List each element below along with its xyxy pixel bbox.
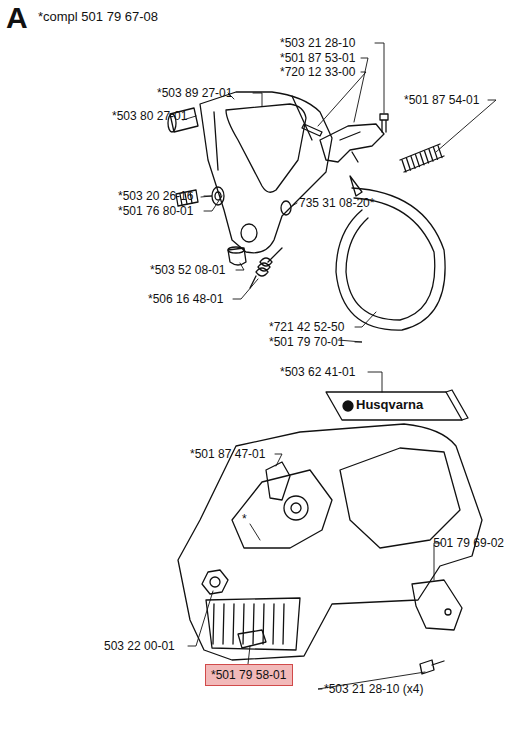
drawing-stroke xyxy=(326,392,462,420)
drawing-stroke xyxy=(350,176,362,196)
drawing-stroke xyxy=(368,372,382,392)
drawing-stroke xyxy=(213,604,214,644)
drawing-stroke xyxy=(241,224,257,242)
drawing-stroke xyxy=(253,93,262,106)
drawing-stroke xyxy=(429,149,433,161)
drawing-stroke xyxy=(206,598,300,650)
part-number: 503 22 00-01 xyxy=(104,639,175,653)
drawing-stroke xyxy=(266,462,290,500)
brand-text: Husqvarna xyxy=(356,398,423,412)
drawing-stroke xyxy=(354,58,368,122)
drawing-stroke xyxy=(420,660,444,674)
drawing-stroke xyxy=(380,114,388,132)
part-number: *721 42 52-50 xyxy=(269,320,344,334)
drawing-stroke xyxy=(243,604,244,644)
drawing-stroke xyxy=(281,201,291,215)
drawing-stroke xyxy=(302,124,322,136)
part-number: 735 31 08-20* xyxy=(299,196,374,210)
drawing-stroke xyxy=(284,496,308,520)
part-number: *503 89 27-01 xyxy=(157,86,232,100)
drawing-stroke xyxy=(407,158,411,170)
drawing-stroke xyxy=(273,604,274,644)
drawing-stroke xyxy=(210,577,220,587)
part-number: *720 12 33-00 xyxy=(280,65,355,79)
part-number: *501 87 53-01 xyxy=(280,51,355,65)
drawing-stroke xyxy=(214,96,312,170)
part-number: *503 21 28-10 xyxy=(280,36,355,50)
drawing-stroke xyxy=(446,390,468,420)
drawing-stroke xyxy=(233,604,234,644)
part-number: 501 79 69-02 xyxy=(433,536,504,550)
drawing-stroke xyxy=(411,156,415,168)
drawing-stroke xyxy=(340,448,460,548)
drawing-stroke xyxy=(434,147,438,159)
drawing-stroke xyxy=(200,92,332,253)
drawing-stroke xyxy=(201,196,212,197)
part-number: *503 21 28-10 (x4) xyxy=(324,682,423,696)
drawing-stroke xyxy=(425,151,429,163)
drawing-stroke xyxy=(215,192,221,200)
drawing-stroke xyxy=(340,132,360,162)
drawing-stroke xyxy=(228,247,244,253)
drawing-stroke xyxy=(238,630,266,648)
drawing-stroke xyxy=(420,153,424,165)
drawing-stroke xyxy=(228,248,246,265)
drawing-stroke xyxy=(283,604,284,644)
part-number: *503 52 08-01 xyxy=(150,263,225,277)
drawing-stroke xyxy=(226,104,306,192)
part-number: *compl 501 79 67-08 xyxy=(38,10,158,24)
drawing-stroke xyxy=(183,43,496,689)
drawing-stroke xyxy=(204,196,222,211)
drawing-stroke xyxy=(202,570,228,594)
drawing-stroke xyxy=(232,470,332,548)
drawing-stroke xyxy=(438,146,442,158)
part-number: *506 16 48-01 xyxy=(148,292,223,306)
part-number: *503 62 41-01 xyxy=(280,365,355,379)
part-number: *501 76 80-01 xyxy=(118,204,193,218)
drawing-stroke xyxy=(318,72,366,126)
drawing-stroke xyxy=(416,155,420,167)
section-letter: A xyxy=(6,2,28,34)
drawing-stroke xyxy=(445,609,451,615)
part-number: *501 87 47-01 xyxy=(190,447,265,461)
drawing-stroke xyxy=(436,100,496,152)
drawing-stroke xyxy=(212,187,224,205)
drawing-stroke xyxy=(291,503,301,513)
drawing-stroke xyxy=(263,604,264,644)
drawing-stroke xyxy=(375,43,384,113)
drawing-stroke xyxy=(213,604,284,644)
part-number: *501 79 58-01 xyxy=(211,668,287,682)
drawing-stroke xyxy=(223,604,224,644)
drawing-stroke xyxy=(233,279,258,299)
part-number: *503 80 27-01 xyxy=(112,109,187,123)
part-number: *501 79 70-01 xyxy=(269,335,344,349)
drawing-stroke xyxy=(250,248,282,288)
drawing-stroke xyxy=(400,144,444,172)
drawing-stroke xyxy=(412,580,462,630)
part-number: *503 20 26-16 xyxy=(118,189,193,203)
drawing-stroke xyxy=(253,604,254,644)
drawing-stroke xyxy=(402,160,406,172)
drawing-stroke xyxy=(188,591,213,646)
drawing-stroke xyxy=(250,524,260,540)
part-number: *501 87 54-01 xyxy=(404,93,479,107)
part-number: * xyxy=(242,512,247,526)
drawing-stroke xyxy=(320,124,384,162)
drawing-stroke xyxy=(346,198,435,320)
drawing-stroke xyxy=(400,144,444,172)
highlight-box: *501 79 58-01 xyxy=(205,664,293,686)
drawing-stroke xyxy=(343,401,353,411)
